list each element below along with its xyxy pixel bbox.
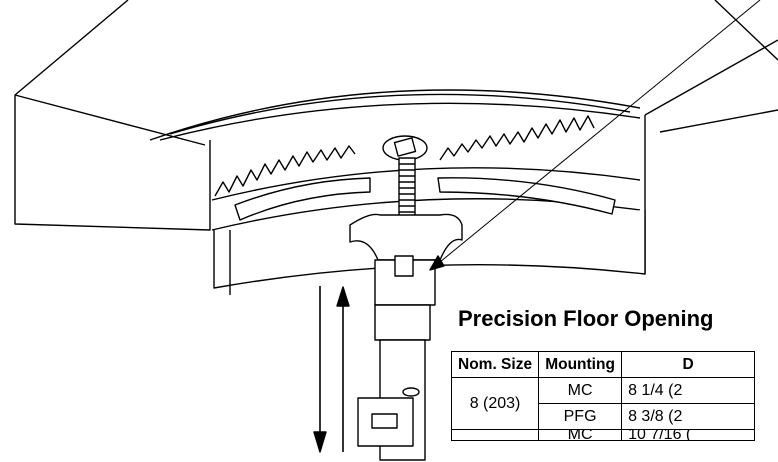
leader-line [439,0,761,263]
dimension-table: Nom. Size Mounting D 8 (203) MC 8 1/4 (2… [450,351,756,441]
cell-d: 8 1/4 (2 [621,377,756,404]
ring-rim-outer [149,89,641,141]
right-slab [644,0,778,274]
serrated-ring [214,115,595,197]
table-row: 8 (203) MC 8 1/4 (2 [450,377,756,430]
diagram-title: Precision Floor Opening [458,306,714,331]
cell-mounting: MC [538,429,623,441]
table-row: MC 10 7/16 ( [450,429,756,441]
header-nom-size: Nom. Size [450,351,540,378]
ring-inner-wall [211,167,641,201]
bracket-arm [374,304,431,341]
cell-d: 8 3/8 (2 [621,403,756,430]
header-mounting: Mounting [538,351,623,378]
header-d: D [621,351,756,378]
table-header-row: Nom. Size Mounting D [450,351,756,378]
cell-d: 10 7/16 ( [621,429,756,441]
cell-mounting: MC [538,377,623,404]
cell-size [450,429,540,441]
clamp-block [349,213,463,261]
table-row: PFG 8 3/8 (2 [452,403,756,430]
left-slab [14,0,211,231]
threaded-screw [398,157,416,225]
cell-mounting: PFG [538,403,623,430]
cell-size: 8 (203) [450,377,540,430]
